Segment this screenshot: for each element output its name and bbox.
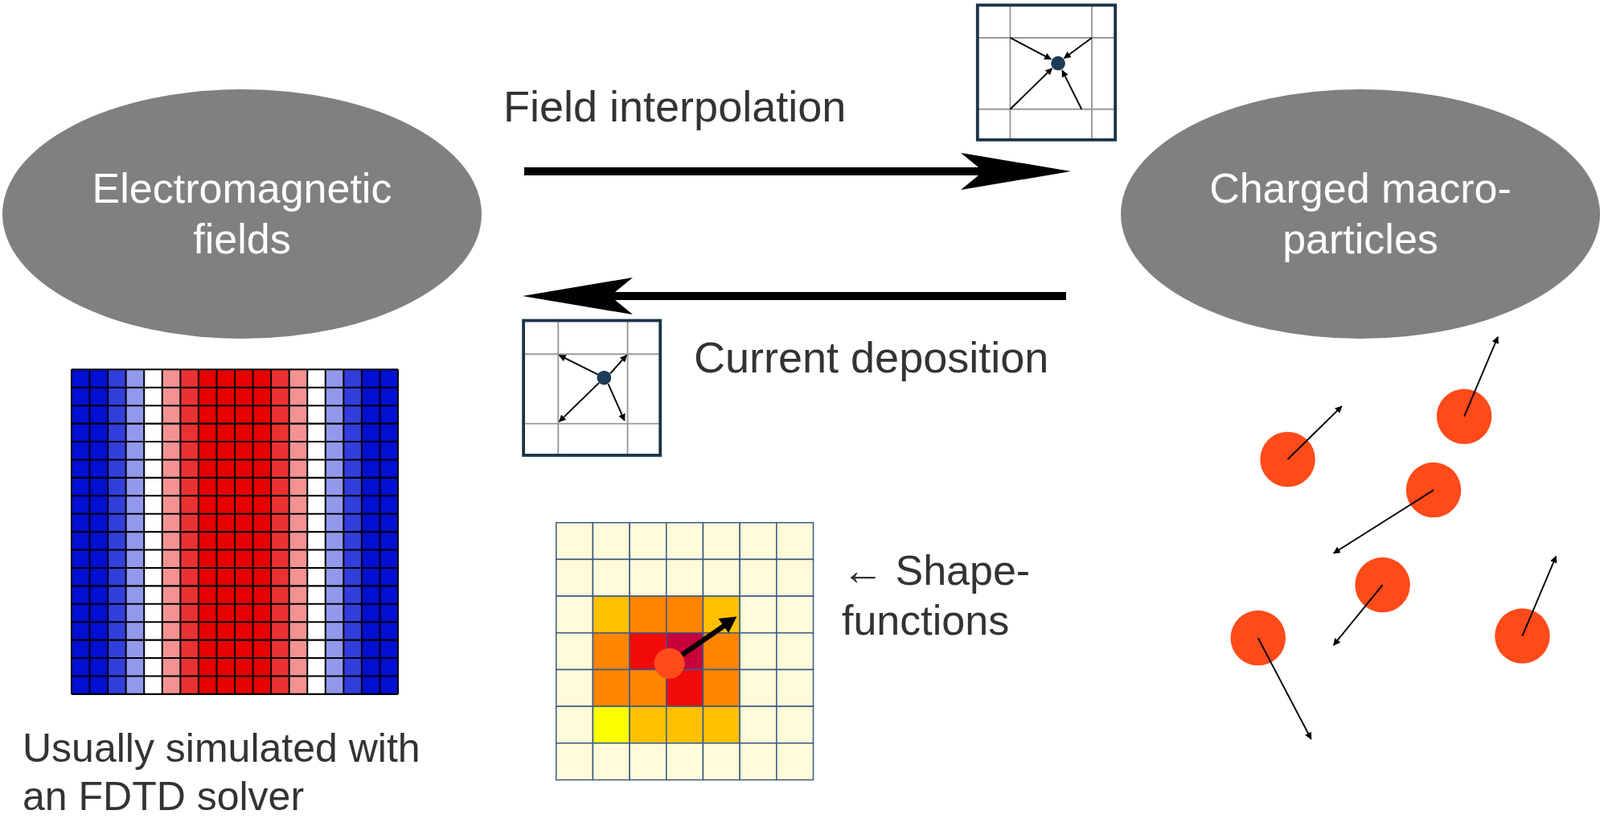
grid-line (71, 674, 398, 677)
shape-function-grid (556, 522, 814, 780)
deposition-icon (523, 320, 661, 456)
ellipse-fill (2, 89, 482, 339)
shape-cell (702, 668, 740, 706)
edge-label: Field interpolation (503, 80, 846, 133)
arrow-shaft (524, 167, 984, 176)
shape-cell (666, 742, 704, 780)
grid-line (71, 603, 398, 605)
shape-cell (556, 558, 594, 596)
grid-line (71, 549, 398, 551)
grid-line (71, 458, 398, 460)
shape-cell (556, 595, 594, 633)
shape-cell (739, 705, 777, 743)
flow-arrow (524, 152, 1071, 190)
shape-cell (776, 595, 814, 633)
ellipse-node: Charged macro- particles (1120, 89, 1600, 339)
grid-line (71, 386, 398, 389)
shape-cell (739, 522, 777, 560)
arrow-head (522, 277, 633, 315)
node-label: Charged macro- particles (1191, 163, 1530, 266)
shape-cell (592, 558, 630, 596)
shape-cell (592, 632, 630, 670)
shape-cell (739, 742, 777, 780)
shape-particle (654, 615, 738, 678)
shape-cell (739, 595, 777, 633)
shape-cell (702, 558, 740, 596)
shape-cell (776, 668, 814, 706)
shape-cell (776, 632, 814, 670)
arrow-shaft (610, 291, 1067, 300)
shape-cell (666, 705, 704, 743)
shape-cell (739, 668, 777, 706)
shape-cell (702, 522, 740, 560)
shape-cell (592, 595, 630, 633)
shape-cell (629, 742, 667, 780)
field-grid (71, 369, 398, 694)
grid-line (71, 530, 398, 533)
grid-line (71, 584, 398, 587)
ellipse-node: Electromagnetic fields (2, 89, 482, 339)
shape-cell (556, 522, 594, 560)
shape-cell (702, 742, 740, 780)
shape-cell (629, 595, 667, 633)
grid-line (71, 404, 398, 407)
shape-cell (776, 522, 814, 560)
shape-functions-note: ← Shape- functions (841, 545, 1035, 646)
shape-cell (776, 742, 814, 780)
arrow-head (960, 152, 1071, 190)
edge-label: Current deposition (693, 331, 1049, 384)
shape-cell (666, 558, 704, 596)
grid-line (71, 566, 398, 569)
shape-cell (556, 632, 594, 670)
ellipse-fill (1120, 89, 1600, 339)
shape-cell (556, 705, 594, 743)
shape-cell (592, 668, 630, 706)
interpolation-icon (977, 4, 1116, 140)
shape-cell (592, 705, 630, 743)
shape-cell (629, 522, 667, 560)
grid-line (71, 639, 398, 641)
fdtd-note: Usually simulated with an FDTD solver (22, 723, 425, 821)
shape-cell (629, 558, 667, 596)
shape-cell (702, 705, 740, 743)
shape-cell (592, 742, 630, 780)
grid-line (71, 476, 398, 479)
grid-line (71, 368, 398, 370)
grid-line (71, 620, 398, 623)
shape-cell (666, 522, 704, 560)
shape-cell (556, 668, 594, 706)
grid-line (71, 422, 398, 425)
grid-line (71, 512, 398, 515)
grid-line (71, 440, 398, 443)
node-label: Electromagnetic fields (73, 163, 411, 266)
shape-cell (556, 742, 594, 780)
shape-cell (592, 522, 630, 560)
shape-cell (739, 632, 777, 670)
ellipse-shape (2, 89, 482, 339)
flow-arrow (522, 277, 1067, 315)
ellipse-shape (1120, 89, 1600, 339)
shape-cell (739, 558, 777, 596)
macro-particles (1230, 336, 1556, 739)
grid-line (71, 494, 398, 497)
shape-cell (666, 595, 704, 633)
shape-cell (776, 558, 814, 596)
grid-line (71, 656, 398, 659)
shape-cell (629, 705, 667, 743)
shape-cell (776, 705, 814, 743)
grid-line (71, 693, 398, 695)
